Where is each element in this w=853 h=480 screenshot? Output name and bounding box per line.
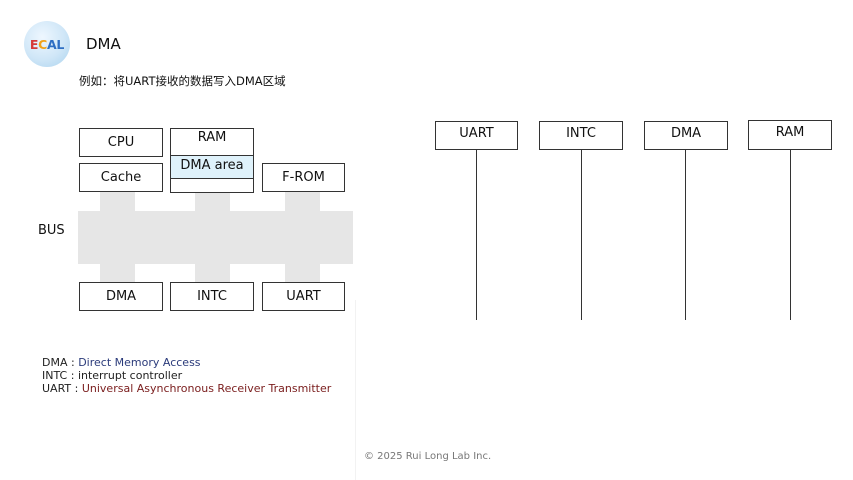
bus-connector-dma	[100, 263, 135, 283]
bus-label: BUS	[38, 223, 65, 238]
lifeline-dma	[685, 150, 686, 320]
ram-block: RAM DMA area	[170, 128, 254, 193]
bus-connector-intc	[195, 263, 230, 283]
seq-participant-label: INTC	[566, 126, 596, 141]
bus-band	[78, 211, 353, 264]
cpu-block: CPU	[79, 128, 163, 157]
seq-participant-intc: INTC	[539, 121, 623, 150]
seq-participant-label: DMA	[670, 126, 702, 141]
cache-label: Cache	[100, 170, 142, 185]
legend-abbr: INTC	[42, 369, 68, 382]
lifeline-uart	[476, 150, 477, 320]
legend-sep: :	[67, 356, 79, 369]
copyright-text: © 2025 Rui Long Lab Inc.	[364, 451, 492, 462]
legend-item-dma: DMA : Direct Memory Access	[42, 356, 201, 369]
dma-label: DMA	[105, 289, 137, 304]
cpu-label: CPU	[107, 135, 135, 150]
legend-full: interrupt controller	[77, 369, 183, 382]
legend-full: Direct Memory Access	[78, 356, 201, 369]
cache-block: Cache	[79, 163, 163, 192]
legend-sep: :	[71, 382, 82, 395]
seq-participant-label: RAM	[775, 125, 805, 140]
lifeline-intc	[581, 150, 582, 320]
intc-label: INTC	[197, 289, 227, 304]
seq-participant-label: UART	[459, 126, 494, 141]
legend-item-intc: INTC : interrupt controller	[42, 369, 182, 382]
legend-sep: :	[67, 369, 78, 382]
lifeline-ram	[790, 150, 791, 320]
seq-participant-dma: DMA	[644, 121, 728, 150]
logo-text: ECAL	[30, 37, 64, 52]
bus-connector-uart	[285, 263, 320, 283]
ram-label: RAM	[197, 130, 227, 145]
seq-participant-uart: UART	[435, 121, 518, 150]
ecal-logo: ECAL	[24, 21, 70, 67]
logo-letter-e: E	[29, 36, 39, 52]
uart-block: UART	[262, 282, 345, 311]
dma-area-region: DMA area	[171, 155, 253, 179]
uart-label: UART	[286, 289, 321, 304]
intc-block: INTC	[170, 282, 254, 311]
logo-letter-c: C	[38, 36, 48, 52]
page-title: DMA	[86, 35, 121, 53]
bus-connector-ram	[195, 190, 230, 212]
bus-connector-from	[285, 190, 320, 212]
legend-abbr: DMA	[42, 356, 68, 369]
from-block: F-ROM	[262, 163, 345, 192]
legend-full: Universal Asynchronous Receiver Transmit…	[81, 382, 332, 395]
legend-item-uart: UART : Universal Asynchronous Receiver T…	[42, 382, 331, 395]
page-subtitle: 例如：将UART接收的数据写入DMA区域	[79, 74, 286, 88]
from-label: F-ROM	[282, 170, 325, 185]
legend-abbr: UART	[42, 382, 72, 395]
seq-participant-ram: RAM	[748, 120, 832, 150]
logo-letters-al: AL	[47, 36, 65, 52]
faint-divider	[355, 300, 356, 480]
dma-block: DMA	[79, 282, 163, 311]
bus-connector-cpu	[100, 190, 135, 212]
